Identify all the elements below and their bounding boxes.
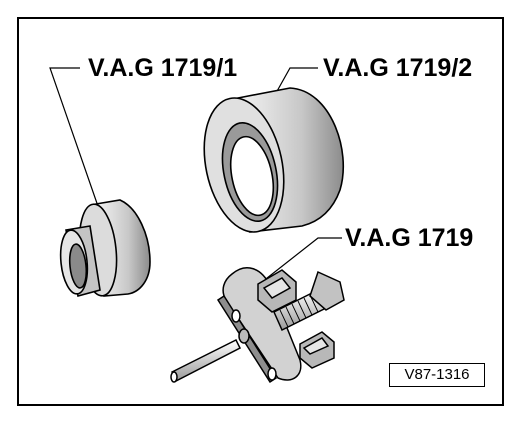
puller-1719-drawing <box>170 267 345 384</box>
adapter-1719-1-drawing <box>59 199 151 298</box>
label-adapter-1719-2: V.A.G 1719/2 <box>323 54 473 82</box>
figure-frame <box>17 17 504 406</box>
adapter-1719-2-drawing <box>203 87 344 233</box>
leader-line-puller <box>261 237 342 283</box>
label-puller-1719: V.A.G 1719 <box>345 224 474 252</box>
figure-reference-number: V87-1316 <box>389 363 485 387</box>
label-adapter-1719-1: V.A.G 1719/1 <box>88 54 238 82</box>
leader-line-adapter-1 <box>49 67 101 213</box>
